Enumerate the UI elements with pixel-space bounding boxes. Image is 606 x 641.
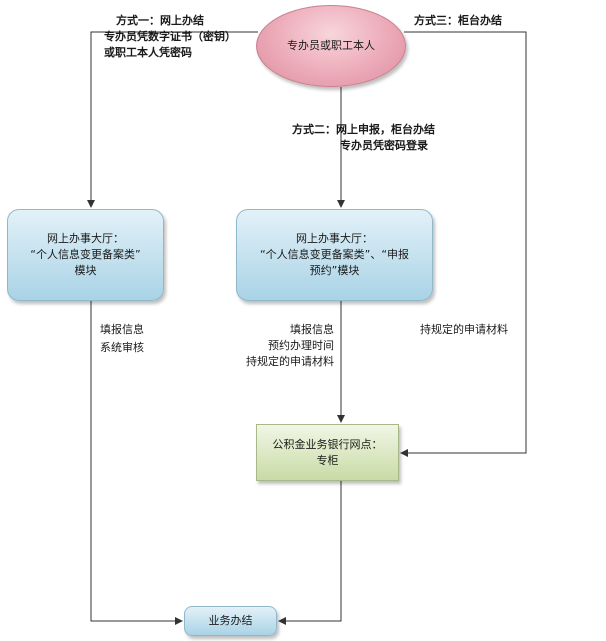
hall2-step-2: 预约办理时间: [268, 339, 334, 352]
bank-counter-line-2: 专柜: [316, 453, 339, 467]
hall2-step-1: 填报信息: [290, 323, 334, 336]
online-hall-1-line-1: 网上办事大厅：: [47, 232, 124, 245]
way2-label: 方式二：网上申报，柜台办结 专办员凭密码登录: [292, 122, 435, 154]
online-hall-2-line-2: “个人信息变更备案类”、“申报: [259, 248, 410, 261]
online-hall-node-1: 网上办事大厅： “个人信息变更备案类” 模块: [7, 209, 164, 301]
way1-line-2: 专办员凭数字证书（密钥）: [104, 30, 236, 43]
bank-counter-node: 公积金业务银行网点： 专柜: [256, 424, 399, 481]
hall2-steps: 填报信息 预约办理时间 持规定的申请材料: [232, 322, 334, 370]
way2-title: 方式二：网上申报，柜台办结: [292, 123, 435, 136]
end-node-label: 业务办结: [208, 614, 253, 627]
way1-label: 方式一：网上办结 专办员凭数字证书（密钥） 或职工本人凭密码: [104, 13, 236, 61]
way3-label: 方式三：柜台办结: [414, 14, 502, 27]
way1-line-3: 或职工本人凭密码: [104, 46, 192, 59]
online-hall-1-line-2: “个人信息变更备案类”: [30, 248, 141, 261]
end-node: 业务办结: [184, 606, 277, 636]
way3-step: 持规定的申请材料: [420, 323, 508, 336]
online-hall-node-2: 网上办事大厅： “个人信息变更备案类”、“申报 预约”模块: [236, 209, 433, 301]
online-hall-1-line-3: 模块: [74, 264, 97, 277]
way1-title: 方式一：网上办结: [116, 14, 204, 27]
hall1-step-2: 系统审核: [100, 341, 144, 354]
connector-bank-end: [278, 481, 342, 625]
online-hall-2-line-3: 预约”模块: [309, 264, 360, 277]
start-node: 专办员或职工本人: [256, 5, 406, 87]
connector-way3: [400, 31, 527, 457]
hall2-step-3: 持规定的申请材料: [246, 355, 334, 368]
bank-counter-line-1: 公积金业务银行网点：: [272, 437, 383, 451]
hall1-steps: 填报信息 系统审核: [100, 322, 144, 356]
connector-hall1-end: [90, 301, 183, 625]
online-hall-2-line-1: 网上办事大厅：: [296, 232, 373, 245]
connector-way1: [87, 31, 258, 208]
hall1-step-1: 填报信息: [100, 323, 144, 336]
start-node-label: 专办员或职工本人: [287, 39, 375, 52]
way2-line-2: 专办员凭密码登录: [340, 139, 428, 152]
